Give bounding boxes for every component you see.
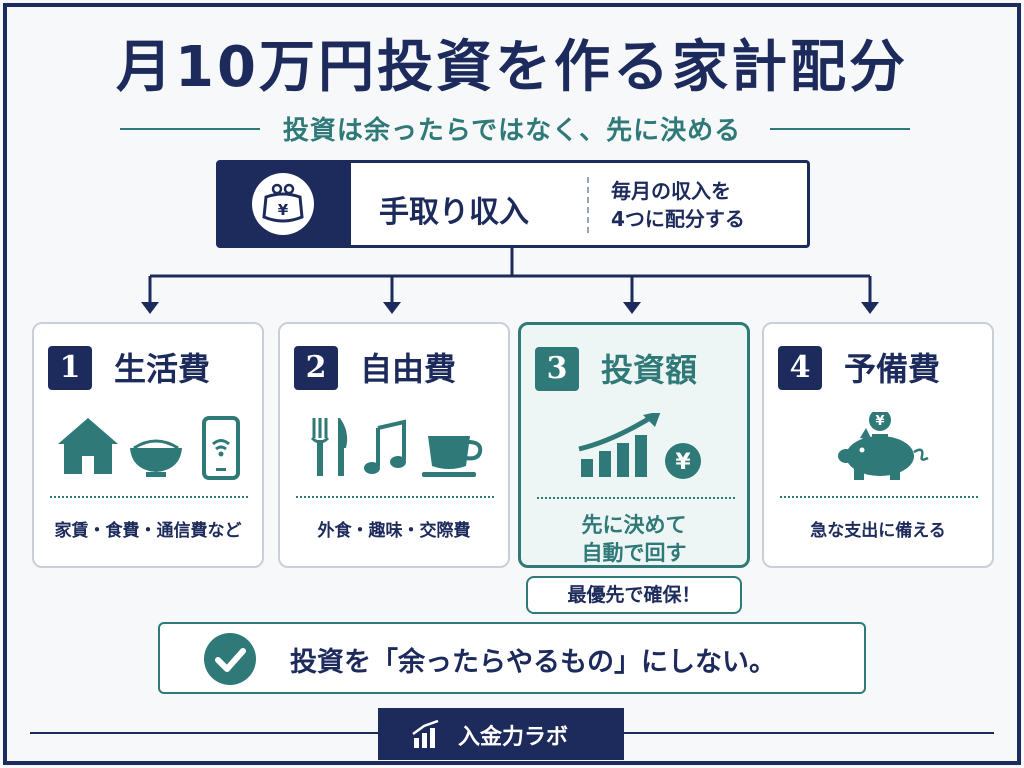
coffee-cup-icon	[422, 436, 483, 477]
smartphone-wifi-icon	[202, 416, 240, 480]
card-number: 4	[778, 346, 822, 390]
flow-connector	[141, 248, 879, 314]
page-frame	[3, 3, 1021, 765]
card-description: 外食・趣味・交際費	[317, 521, 471, 541]
card-description: 急な支出に備える	[810, 521, 946, 541]
card-divider	[50, 496, 248, 498]
key-message: 投資を「余ったらやるもの」にしない。	[290, 647, 776, 678]
footer-brand: 入金力ラボ	[378, 708, 624, 760]
income-label: 手取り収入	[379, 195, 529, 230]
yen-coin-icon: ¥	[665, 443, 701, 479]
brand-name: 入金力ラボ	[458, 725, 569, 750]
bar-chart-icon	[412, 720, 439, 748]
card-free-spending: 2 自由費 外食・趣味・交際費	[278, 322, 510, 568]
card-divider	[537, 497, 735, 499]
card-divider	[780, 496, 978, 498]
house-icon	[58, 418, 118, 474]
card-reserve-fund: 4 予備費 ¥ 急な支出に備える	[762, 322, 994, 568]
card-description: 家賃・食費・通信費など	[54, 521, 242, 541]
growth-bar-chart-icon	[578, 411, 661, 477]
card-icons: ¥	[533, 411, 741, 483]
svg-text:¥: ¥	[278, 201, 289, 219]
income-box: ¥ 手取り収入 毎月の収入を 4つに配分する	[216, 160, 810, 248]
arrow-to-card-3	[623, 276, 641, 314]
card-description-line1: 先に決めて	[581, 513, 687, 537]
subtitle-rule-left	[120, 128, 260, 130]
footer-rule-right	[624, 732, 994, 734]
card-investment: 3 投資額 ¥ 先に決めて 自動で回す	[518, 322, 750, 568]
page-subtitle: 投資は余ったらではなく、先に決める	[282, 116, 742, 146]
income-note: 毎月の収入を 4つに配分する	[611, 177, 801, 233]
music-note-icon	[364, 419, 406, 474]
key-message-box: 投資を「余ったらやるもの」にしない。	[158, 622, 866, 694]
subtitle-rule-right	[770, 128, 910, 130]
income-divider	[587, 177, 589, 233]
income-note-line2: 4つに配分する	[611, 207, 745, 231]
card-icons	[292, 412, 500, 482]
card-number: 2	[294, 346, 338, 390]
page-title: 月10万円投資を作る家計配分	[116, 35, 908, 100]
svg-text:¥: ¥	[675, 450, 691, 475]
card-description: 先に決めて 自動で回す	[521, 511, 747, 567]
arrow-to-card-1	[141, 276, 159, 314]
arrow-to-card-4	[861, 276, 879, 314]
arrow-to-card-2	[383, 276, 401, 314]
svg-text:¥: ¥	[875, 414, 884, 429]
footer-rule-left	[30, 732, 380, 734]
card-description-line2: 自動で回す	[581, 541, 687, 565]
piggy-bank-yen-icon: ¥	[838, 409, 929, 480]
rice-bowl-icon	[130, 439, 182, 477]
fork-knife-icon	[310, 418, 348, 476]
checkmark-icon	[204, 633, 256, 685]
card-title: 予備費	[844, 350, 941, 388]
card-number: 1	[48, 346, 92, 390]
subtitle-row: 投資は余ったらではなく、先に決める	[0, 110, 1024, 146]
card-living-expenses: 1 生活費 家賃・食費・通信費など	[32, 322, 264, 568]
card-icons: ¥	[776, 409, 984, 482]
priority-tag: 最優先で確保！	[526, 576, 742, 614]
card-title: 自由費	[360, 350, 457, 388]
card-number: 3	[535, 347, 579, 391]
income-note-line1: 毎月の収入を	[611, 179, 731, 203]
purse-yen-icon: ¥	[252, 173, 314, 235]
card-icons	[46, 412, 254, 482]
card-title: 投資額	[601, 351, 698, 389]
card-divider	[296, 496, 494, 498]
income-icon-cell: ¥	[219, 163, 351, 245]
card-title: 生活費	[114, 350, 211, 388]
